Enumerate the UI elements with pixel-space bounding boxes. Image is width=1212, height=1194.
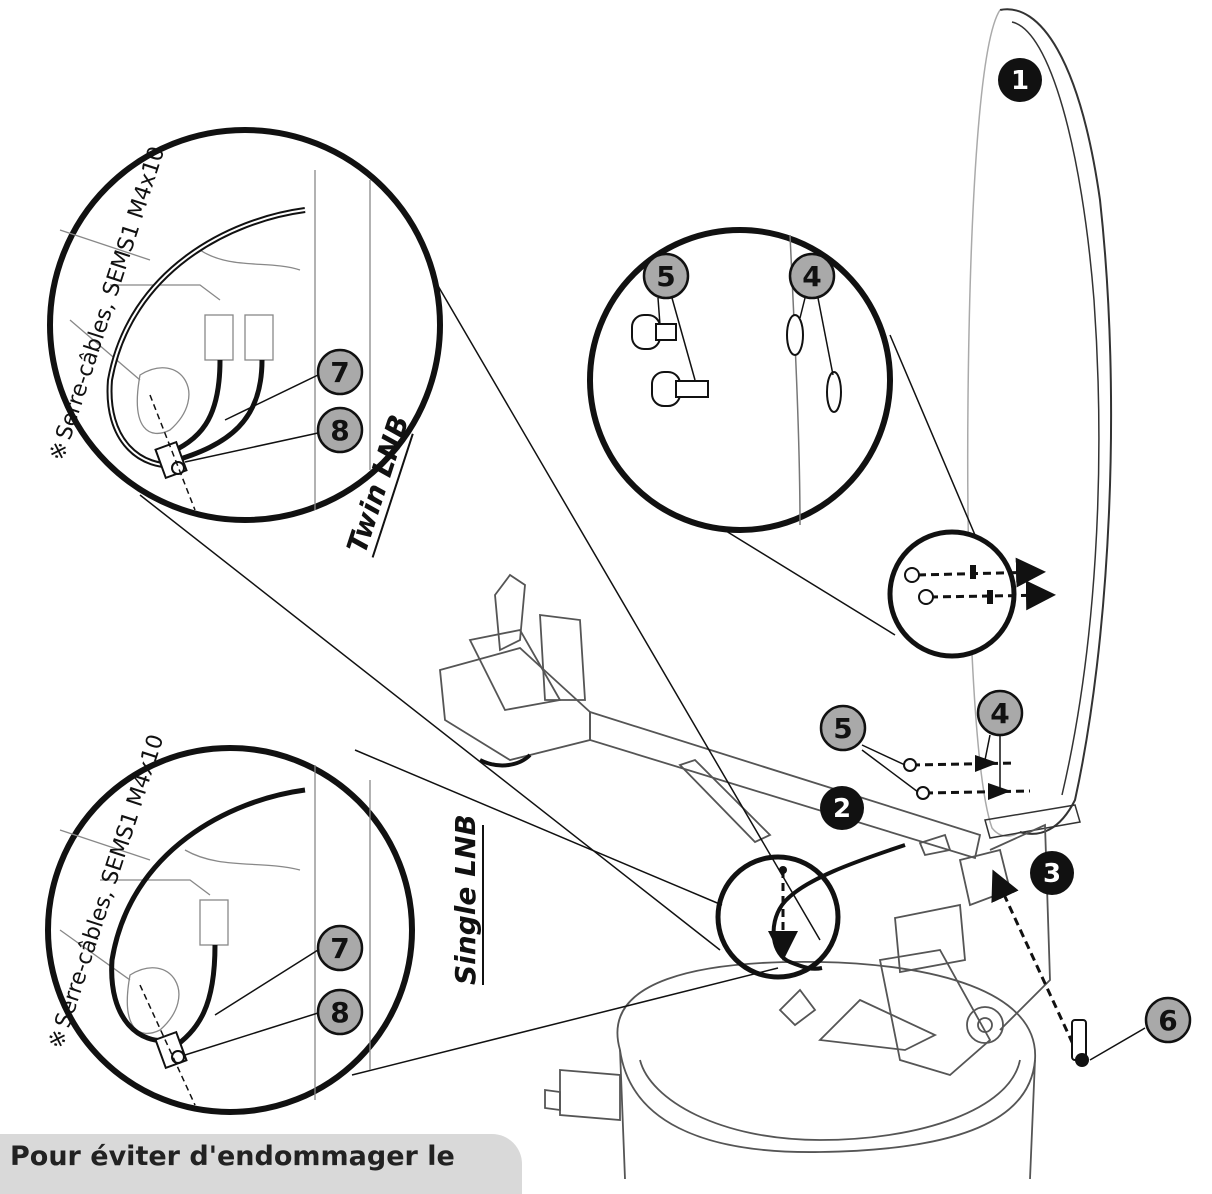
arm-screws bbox=[903, 755, 1031, 800]
svg-text:8: 8 bbox=[330, 414, 349, 447]
asterisk-icon-top: ※ bbox=[45, 439, 74, 464]
callout-6: 6 bbox=[1144, 996, 1192, 1044]
svg-text:5: 5 bbox=[833, 712, 852, 745]
screws-washers-detail bbox=[587, 227, 893, 533]
washer-icon bbox=[786, 314, 842, 413]
dish-mount-circle bbox=[887, 529, 1056, 659]
svg-text:2: 2 bbox=[833, 794, 851, 824]
svg-text:7: 7 bbox=[330, 932, 349, 965]
callout-5-arm: 5 bbox=[819, 704, 867, 752]
note-text: Pour éviter d'endommager le bbox=[10, 1141, 455, 1172]
cable-clip-detail-circle bbox=[715, 854, 841, 980]
svg-text:4: 4 bbox=[802, 260, 821, 293]
svg-text:1: 1 bbox=[1011, 66, 1029, 96]
callout-7-single: 7 bbox=[316, 924, 364, 972]
screw-icon bbox=[631, 314, 709, 407]
callout-1: 1 bbox=[998, 58, 1042, 102]
callout-2: 2 bbox=[820, 786, 864, 830]
callout-5-top: 5 bbox=[642, 252, 690, 300]
svg-text:8: 8 bbox=[330, 996, 349, 1029]
callout-4-top: 4 bbox=[788, 252, 836, 300]
asterisk-icon-bottom: ※ bbox=[44, 1027, 73, 1052]
svg-text:5: 5 bbox=[656, 260, 675, 293]
antenna-base bbox=[544, 823, 1051, 1179]
callout-3: 3 bbox=[1030, 851, 1074, 895]
svg-text:7: 7 bbox=[330, 356, 349, 389]
callout-7-twin: 7 bbox=[316, 348, 364, 396]
bolt-6 bbox=[991, 869, 1146, 1067]
svg-text:4: 4 bbox=[990, 697, 1009, 730]
dish-reflector bbox=[966, 8, 1113, 839]
callout-4-arm: 4 bbox=[976, 689, 1024, 737]
zoom-lines bbox=[139, 254, 976, 1076]
single-lnb-label: Single LNB bbox=[449, 814, 482, 985]
lnb-cable bbox=[771, 843, 906, 971]
svg-text:6: 6 bbox=[1158, 1004, 1177, 1037]
svg-text:3: 3 bbox=[1043, 859, 1061, 889]
callout-8-single: 8 bbox=[316, 988, 364, 1036]
callout-8-twin: 8 bbox=[316, 406, 364, 454]
